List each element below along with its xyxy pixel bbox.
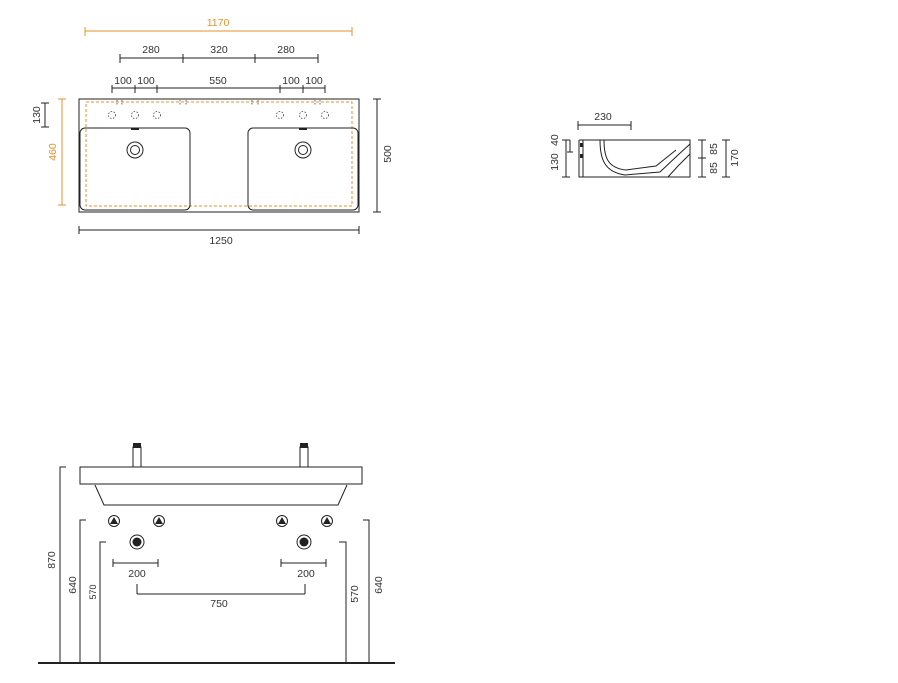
label-85-bottom: 85 bbox=[708, 162, 720, 174]
label-200-left: 200 bbox=[128, 568, 146, 580]
label-230: 230 bbox=[594, 111, 612, 123]
waste-outlet-icon bbox=[296, 534, 312, 550]
dim-1170: 1170 bbox=[84, 17, 353, 36]
waste-outlet-icon bbox=[129, 534, 145, 550]
label-280-right: 280 bbox=[277, 44, 295, 56]
dim-side-left: 130 40 bbox=[549, 134, 573, 178]
faucet-icon bbox=[299, 446, 309, 467]
label-1170: 1170 bbox=[207, 17, 230, 29]
dim-front-right: 570 640 bbox=[339, 519, 385, 663]
label-200-right: 200 bbox=[297, 568, 315, 580]
label-130: 130 bbox=[31, 106, 43, 124]
drain-icon bbox=[294, 141, 312, 159]
top-view: 1170 280 320 280 100 100 550 100 100 bbox=[31, 17, 394, 247]
front-basin bbox=[79, 443, 363, 506]
drain-icon bbox=[126, 141, 144, 159]
dim-1250: 1250 bbox=[78, 226, 360, 247]
label-640-right: 640 bbox=[373, 576, 385, 594]
label-85-top: 85 bbox=[708, 143, 720, 155]
label-570-left: 570 bbox=[88, 584, 98, 599]
waste-outlets bbox=[129, 534, 312, 550]
label-130-side: 130 bbox=[549, 153, 561, 171]
dim-460: 460 bbox=[47, 98, 66, 206]
label-280-left: 280 bbox=[142, 44, 160, 56]
dim-front-left: 870 640 570 bbox=[46, 466, 106, 663]
dim-750: 750 bbox=[136, 584, 306, 610]
label-100-c: 100 bbox=[282, 75, 300, 87]
dim-hole-spacing: 100 100 550 100 100 bbox=[111, 75, 326, 93]
label-170: 170 bbox=[729, 149, 741, 167]
valve-icon bbox=[321, 515, 333, 527]
dim-130-left: 130 bbox=[31, 102, 49, 128]
label-870: 870 bbox=[46, 551, 58, 569]
label-1250: 1250 bbox=[209, 235, 233, 247]
label-750: 750 bbox=[210, 598, 228, 610]
top-basin-outline bbox=[78, 98, 360, 213]
label-640-left: 640 bbox=[67, 576, 79, 594]
label-100-a: 100 bbox=[114, 75, 132, 87]
dim-230: 230 bbox=[577, 111, 632, 130]
dim-side-right: 85 85 170 bbox=[698, 139, 741, 178]
side-view: 230 130 40 bbox=[549, 111, 741, 178]
valve-icon bbox=[276, 515, 288, 527]
front-view: 200 200 750 870 640 570 570 640 bbox=[38, 443, 395, 664]
dim-500: 500 bbox=[373, 98, 394, 213]
side-basin-profile bbox=[578, 139, 691, 178]
supply-valves bbox=[108, 515, 333, 527]
label-460: 460 bbox=[47, 143, 59, 161]
label-40-side: 40 bbox=[549, 134, 561, 146]
label-550: 550 bbox=[209, 75, 227, 87]
label-500: 500 bbox=[382, 145, 394, 163]
label-100-b: 100 bbox=[137, 75, 155, 87]
label-320: 320 bbox=[210, 44, 228, 56]
label-100-d: 100 bbox=[305, 75, 323, 87]
valve-icon bbox=[108, 515, 120, 527]
label-570-right: 570 bbox=[349, 585, 361, 603]
faucet-icon bbox=[132, 446, 142, 467]
dim-faucet-spacing: 280 320 280 bbox=[119, 44, 319, 63]
valve-icon bbox=[153, 515, 165, 527]
dim-200: 200 200 bbox=[112, 559, 327, 580]
